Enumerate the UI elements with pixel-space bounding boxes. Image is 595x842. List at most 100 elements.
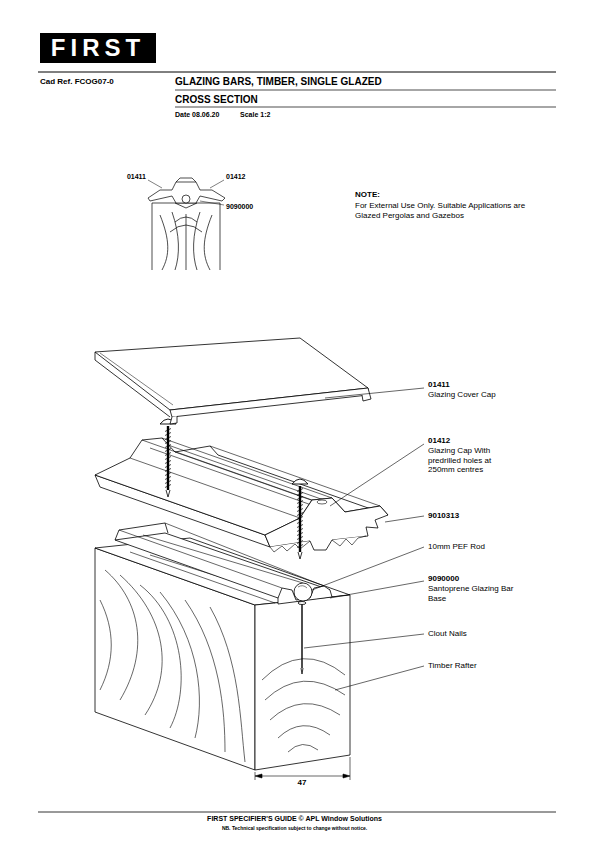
clout-nail [301, 604, 302, 668]
screw [165, 437, 171, 440]
callout-number: 9010313 [428, 511, 488, 521]
screw [297, 505, 303, 508]
part-name: Clout Nails [428, 629, 528, 639]
dimension-line [258, 776, 347, 777]
part-name: Timber Rafter [428, 661, 528, 671]
leader-line [335, 666, 424, 690]
header-frame [38, 33, 556, 812]
screw [165, 433, 171, 436]
dimension-line [343, 774, 350, 778]
screw [160, 419, 308, 559]
screw [165, 441, 171, 444]
screw [297, 513, 303, 516]
header-frame [40, 33, 156, 63]
note-heading: NOTE: [355, 190, 415, 200]
part-name: Santoprene Glazing Bar Base [428, 584, 532, 603]
glazing-cap [150, 445, 338, 508]
screw [165, 485, 171, 488]
cad-ref: Cad Ref. FCOG07-0 [40, 77, 170, 87]
screw [165, 457, 171, 460]
callout-number: 9090000 [428, 574, 488, 584]
small-cross-section [210, 180, 224, 188]
leader-line [330, 444, 424, 506]
glazing-cover-cap [362, 388, 371, 401]
glazing-cover-cap [170, 416, 177, 424]
timber-rafter [270, 704, 340, 720]
logo-text: FIRST [40, 33, 156, 63]
screw [165, 465, 171, 468]
small-cross-section [176, 178, 196, 182]
header-frame [175, 107, 556, 108]
small-cross-section [152, 203, 220, 270]
header-frame [38, 72, 556, 73]
screw [297, 517, 303, 520]
screw [165, 481, 171, 484]
glazing-bar-base [294, 583, 312, 601]
callout-number: 01412 [226, 173, 266, 181]
glazing-cover-cap [95, 338, 371, 424]
small-cross-section [175, 203, 197, 208]
part-name: 10mm PEF Rod [428, 542, 528, 552]
timber-rafter [120, 575, 162, 715]
small-cross-section [148, 180, 162, 188]
leader-line [304, 388, 424, 690]
glazing-cap [130, 438, 380, 518]
small-cross-section [200, 201, 224, 205]
timber-rafter [210, 607, 245, 762]
screw [297, 541, 303, 544]
screw [165, 473, 171, 476]
screw [297, 509, 303, 512]
part-name: Glazing Cover Cap [428, 390, 538, 400]
glazing-cover-cap [95, 352, 170, 417]
clout-nail [298, 602, 306, 675]
screw [297, 537, 303, 540]
screw [166, 490, 170, 497]
timber-rafter [262, 659, 345, 680]
screw [165, 429, 303, 548]
glazing-cover-cap [170, 388, 368, 417]
screw [165, 469, 171, 472]
screw [297, 521, 303, 524]
glazing-cap [332, 536, 366, 546]
timber-rafter [140, 585, 181, 728]
timber-rafter [278, 726, 330, 738]
timber-rafter [265, 681, 345, 700]
leader-line [330, 581, 424, 598]
drawing-title: GLAZING BARS, TIMBER, SINGLE GLAZED [175, 76, 555, 88]
glazing-bar-base [298, 586, 307, 588]
screw [297, 533, 303, 536]
clout-nail [301, 668, 303, 674]
screw [298, 552, 302, 559]
screw [292, 479, 308, 484]
screw [165, 449, 171, 452]
clout-nail [298, 602, 306, 605]
small-cross-section [182, 195, 190, 203]
screw [165, 445, 171, 448]
subtitle: CROSS SECTION [175, 94, 475, 106]
dimension-line [255, 774, 262, 778]
screw [297, 545, 303, 548]
screw [165, 477, 171, 480]
screw [297, 493, 303, 496]
glazing-cap [95, 438, 388, 552]
screw [297, 489, 303, 492]
header-frame [38, 812, 556, 813]
small-cross-section [148, 178, 225, 270]
screw [165, 429, 171, 432]
screw [297, 529, 303, 532]
small-cross-section [170, 217, 202, 232]
note-text: For External Use Only. Suitable Applicat… [355, 201, 535, 220]
header-frame [175, 90, 556, 91]
small-cross-section [160, 212, 212, 270]
leader-line [385, 516, 424, 522]
leader-line [312, 547, 424, 590]
glazing-cap [270, 541, 310, 552]
leader-line [325, 388, 424, 398]
footer-note: NB. Technical specification subject to c… [0, 825, 592, 831]
dimension-line [350, 757, 351, 780]
screw [165, 453, 171, 456]
screw [297, 525, 303, 528]
screw [165, 461, 171, 464]
